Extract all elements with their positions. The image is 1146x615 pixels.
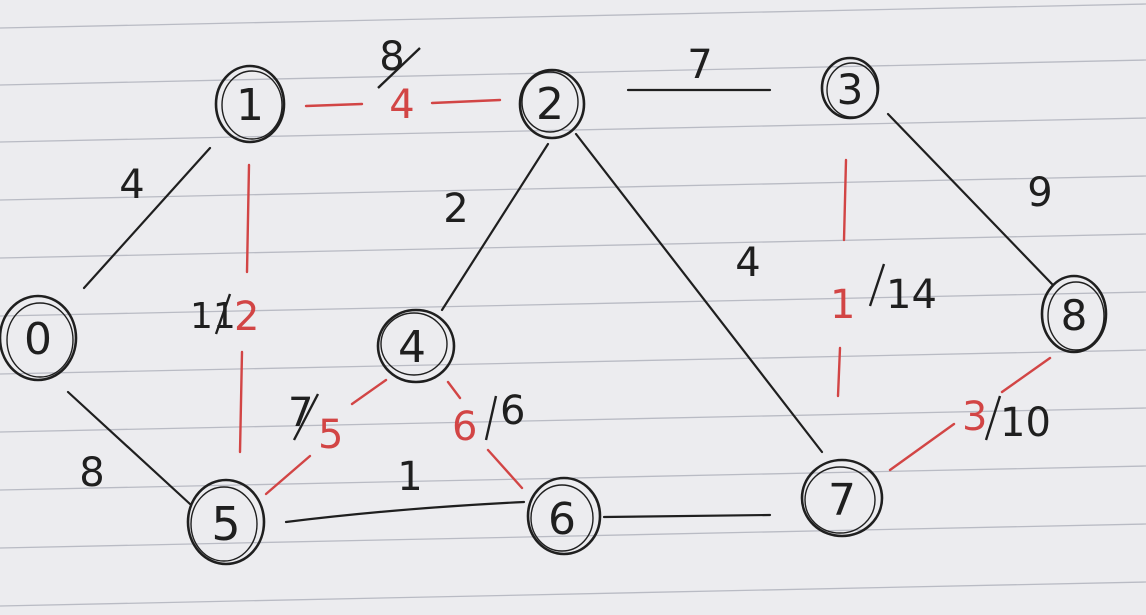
weight-5-6: 1	[397, 454, 422, 500]
node-1-label: 1	[236, 80, 264, 131]
edge-2-7	[574, 132, 824, 454]
weight-2-7: 4	[735, 240, 760, 286]
edge-weights: 8 4 7 4 11 2 8 2 4 1 14 9 7 5 6 6 1 3 10	[79, 34, 1052, 500]
strike-4-6	[484, 395, 498, 441]
node-6-label: 6	[548, 494, 576, 545]
node-0: 0	[0, 294, 78, 382]
weight-1-2-old: 8	[379, 34, 404, 80]
weight-3-8: 9	[1027, 170, 1052, 216]
node-7-label: 7	[828, 475, 856, 526]
nodes: 1 2 3 0 4 8 5	[0, 56, 1108, 566]
strike-4-5	[292, 393, 320, 441]
node-0-label: 0	[24, 314, 52, 365]
edge-2-4	[440, 142, 550, 312]
node-1: 1	[214, 64, 286, 144]
edges	[66, 88, 1054, 524]
weight-4-6-old: 6	[500, 388, 525, 434]
weight-4-6-new: 6	[452, 404, 477, 450]
strike-1-2	[377, 47, 421, 89]
node-8-label: 8	[1061, 291, 1088, 340]
weight-3-7-new: 1	[830, 282, 855, 328]
node-3: 3	[820, 56, 880, 120]
edge-0-1	[82, 146, 212, 290]
edge-7-8	[888, 356, 1052, 472]
strike-1-5	[214, 293, 232, 335]
node-4-label: 4	[398, 322, 426, 373]
node-4: 4	[376, 308, 456, 384]
weight-1-2-new: 4	[389, 82, 414, 128]
node-3-label: 3	[837, 65, 864, 114]
weight-7-8-new: 3	[962, 394, 987, 440]
strike-3-7	[868, 263, 886, 307]
edge-4-5	[264, 378, 388, 496]
node-2-label: 2	[536, 79, 564, 130]
strike-7-8	[984, 395, 1002, 441]
node-6: 6	[526, 476, 602, 556]
edge-3-8	[886, 112, 1054, 286]
edge-6-7	[602, 513, 772, 519]
node-5: 5	[186, 478, 266, 566]
edge-4-6	[446, 380, 524, 490]
edge-1-2	[304, 98, 502, 108]
node-2: 2	[518, 68, 586, 140]
weight-7-8-old: 10	[1000, 400, 1051, 446]
edge-3-7	[836, 158, 848, 398]
weight-2-3: 7	[687, 42, 712, 88]
weight-3-7-old: 14	[886, 272, 937, 318]
node-5-label: 5	[211, 497, 240, 551]
edge-5-6	[284, 500, 526, 524]
edge-1-5	[238, 163, 251, 454]
node-7: 7	[800, 458, 884, 538]
weight-4-5-new: 5	[318, 412, 343, 458]
node-8: 8	[1040, 274, 1108, 354]
edge-0-5	[66, 390, 192, 506]
weight-1-5-new: 2	[234, 294, 259, 340]
weight-0-5: 8	[79, 450, 104, 496]
weight-0-1: 4	[119, 162, 144, 208]
weight-2-4: 2	[443, 186, 468, 232]
weight-1-5-old: 11	[190, 296, 236, 337]
